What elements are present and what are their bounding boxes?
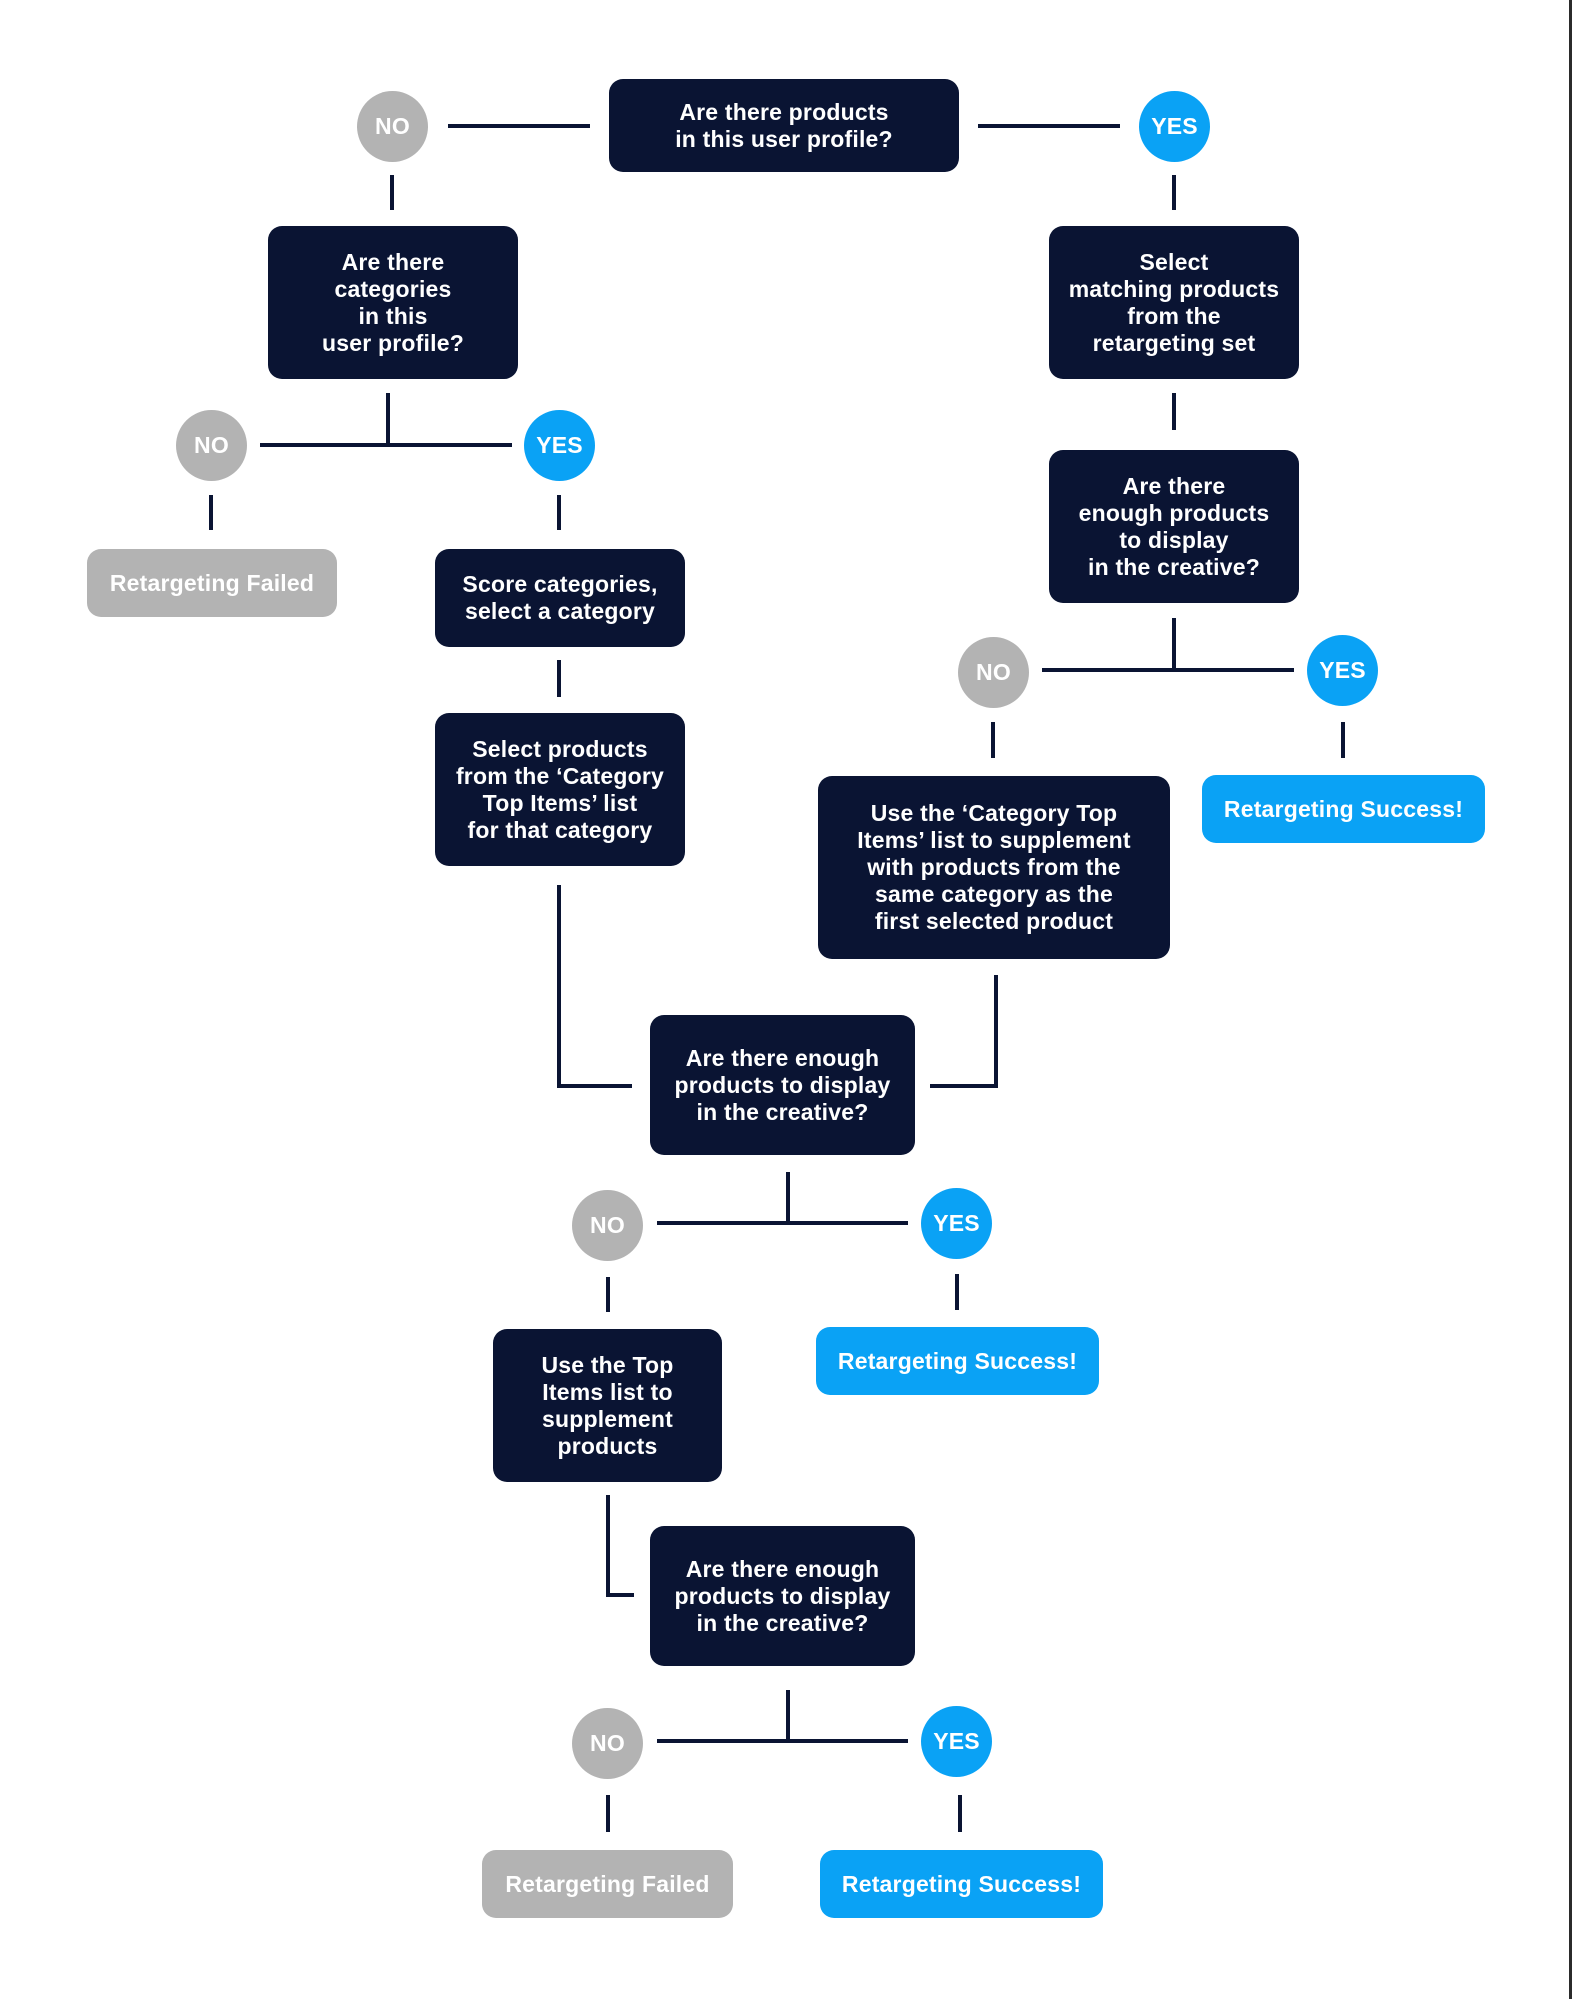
question-enough-products-bottom: Are there enough products to display in … bbox=[650, 1526, 915, 1666]
action-select-matching-products: Select matching products from the retarg… bbox=[1049, 226, 1299, 379]
yes-badge-products: YES bbox=[1139, 91, 1210, 162]
outcome-retargeting-success-middle: Retargeting Success! bbox=[816, 1327, 1099, 1395]
yes-badge-enough-bottom: YES bbox=[921, 1706, 992, 1777]
outcome-retargeting-failed-top: Retargeting Failed bbox=[87, 549, 337, 617]
action-score-categories: Score categories, select a category bbox=[435, 549, 685, 647]
question-categories-in-profile: Are there categories in this user profil… bbox=[268, 226, 518, 379]
right-edge-divider bbox=[1569, 0, 1572, 1999]
outcome-retargeting-failed-bottom: Retargeting Failed bbox=[482, 1850, 733, 1918]
yes-badge-enough-middle: YES bbox=[921, 1188, 992, 1259]
question-enough-products-middle: Are there enough products to display in … bbox=[650, 1015, 915, 1155]
action-use-top-items: Use the Top Items list to supplement pro… bbox=[493, 1329, 722, 1482]
outcome-retargeting-success-right: Retargeting Success! bbox=[1202, 775, 1485, 843]
action-select-category-top-items: Select products from the ‘Category Top I… bbox=[435, 713, 685, 866]
no-badge-categories: NO bbox=[176, 410, 247, 481]
no-badge-enough-bottom: NO bbox=[572, 1708, 643, 1779]
yes-badge-enough-right: YES bbox=[1307, 635, 1378, 706]
question-products-in-profile: Are there products in this user profile? bbox=[609, 79, 959, 172]
action-use-category-top-items: Use the ‘Category Top Items’ list to sup… bbox=[818, 776, 1170, 959]
no-badge-products: NO bbox=[357, 91, 428, 162]
outcome-retargeting-success-bottom: Retargeting Success! bbox=[820, 1850, 1103, 1918]
yes-badge-categories: YES bbox=[524, 410, 595, 481]
no-badge-enough-right: NO bbox=[958, 637, 1029, 708]
question-enough-products-right: Are there enough products to display in … bbox=[1049, 450, 1299, 603]
no-badge-enough-middle: NO bbox=[572, 1190, 643, 1261]
